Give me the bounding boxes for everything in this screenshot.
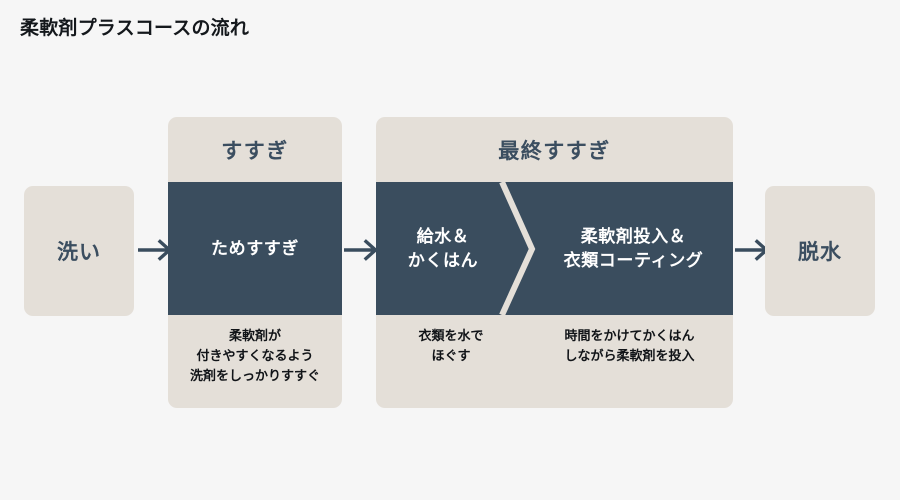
- step-caption-water-supply: 衣類を水でほぐす: [418, 328, 484, 364]
- arrow-right-icon: [344, 236, 380, 264]
- stage-card-rinse: すすぎ ためすすぎ 柔軟剤が付きやすくなるよう洗剤をしっかりすすぐ: [168, 117, 342, 408]
- stage-card-final-rinse: 最終すすぎ 給水＆かくはん 柔軟剤投入＆衣類コーティング 衣類を水でほぐす 時間…: [376, 117, 733, 408]
- step-caption-softener-dispense: 時間をかけてかくはんしながら柔軟剤を投入: [564, 328, 695, 364]
- step-label-softener-dispense: 柔軟剤投入＆衣類コーティング: [563, 227, 704, 270]
- step-label-water-supply: 給水＆かくはん: [407, 227, 479, 270]
- caption-row-final-rinse: 衣類を水でほぐす 時間をかけてかくはんしながら柔軟剤を投入: [376, 315, 733, 366]
- stage-band-rinse: ためすすぎ: [168, 182, 342, 315]
- stage-wash: 洗い: [24, 186, 134, 316]
- step-label-tamesusugi: ためすすぎ: [211, 238, 299, 258]
- stage-wash-label: 洗い: [57, 241, 101, 264]
- stage-spin-dry: 脱水: [765, 186, 875, 316]
- caption-row-rinse: 柔軟剤が付きやすくなるよう洗剤をしっかりすすぐ: [168, 315, 342, 386]
- stage-spin-dry-label: 脱水: [798, 241, 842, 264]
- stage-header-final-rinse: 最終すすぎ: [498, 139, 611, 163]
- stage-header-rinse: すすぎ: [221, 139, 289, 163]
- page-title: 柔軟剤プラスコースの流れ: [20, 18, 250, 39]
- step-caption-tamesusugi: 柔軟剤が付きやすくなるよう洗剤をしっかりすすぐ: [189, 328, 320, 384]
- stage-band-final-rinse: 給水＆かくはん 柔軟剤投入＆衣類コーティング: [376, 180, 733, 317]
